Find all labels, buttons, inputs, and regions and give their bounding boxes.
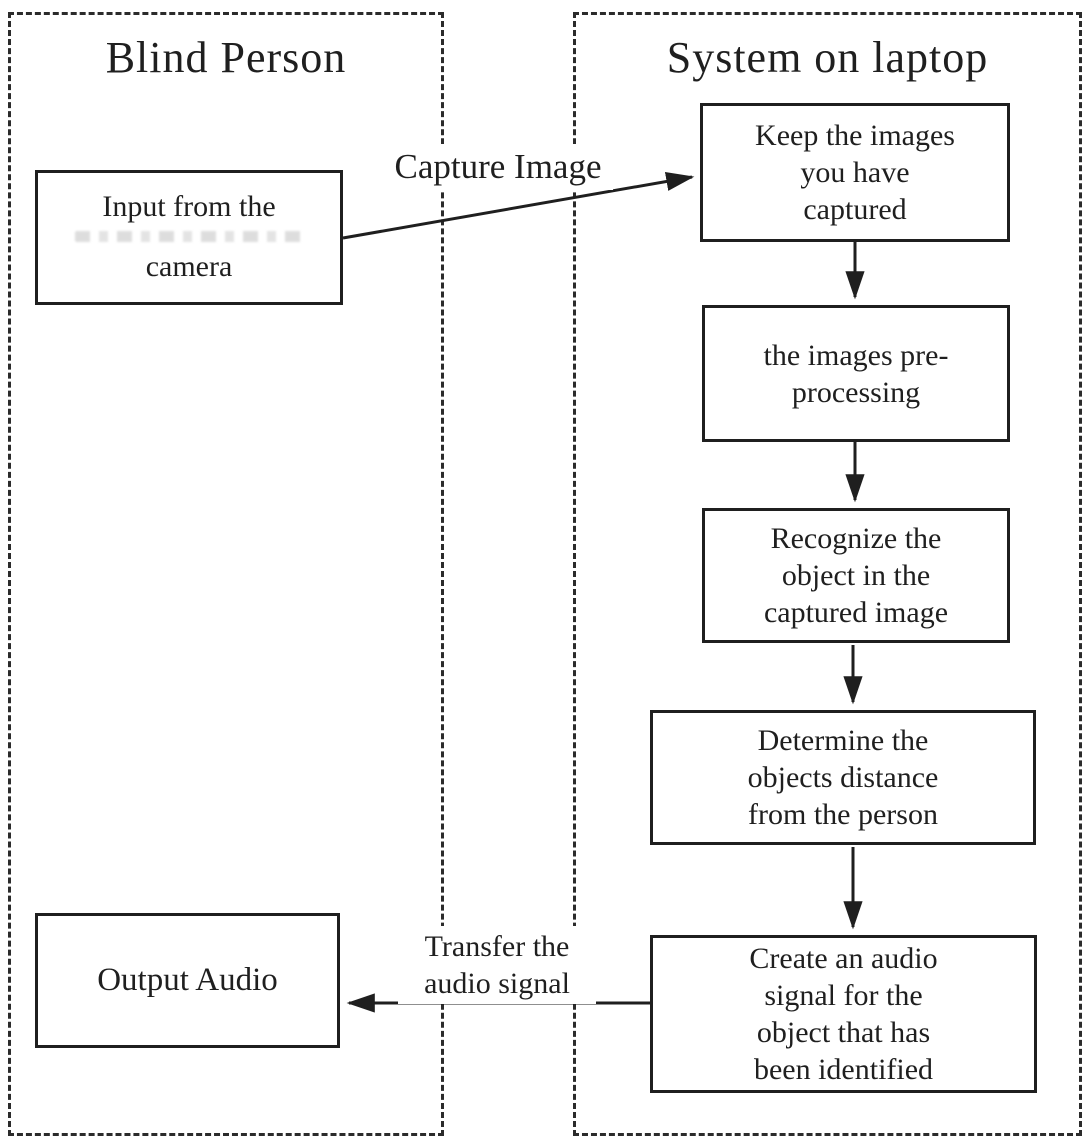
node-label-line: the images pre- (763, 338, 949, 372)
node-determine-object-distance: Determine the objects distance from the … (650, 710, 1036, 845)
edge-label-capture-image: Capture Image (383, 144, 613, 190)
erased-text-ghost (75, 231, 303, 242)
node-image-preprocessing: the images pre- processing (702, 305, 1010, 442)
node-output-audio: Output Audio (35, 913, 340, 1048)
node-label-line: Output Audio (97, 962, 278, 998)
lane-blind-person: Blind Person (8, 12, 444, 1136)
edge-label-transfer-audio-signal: Transfer the audio signal (398, 926, 596, 1004)
node-label-line: object that has (756, 1016, 931, 1049)
node-label-line: captured image (763, 596, 949, 629)
node-create-audio-signal: Create an audio signal for the object th… (650, 935, 1037, 1093)
node-label-line: Input from the (102, 190, 276, 223)
node-label-line: object in the (781, 559, 931, 592)
node-input-from-camera: Input from the camera (35, 170, 343, 305)
node-label-line: you have (800, 156, 910, 189)
edge-label-line: Transfer the (424, 930, 570, 963)
node-label-line: from the person (748, 798, 938, 831)
node-recognize-object: Recognize the object in the captured ima… (702, 508, 1010, 643)
node-keep-captured-images: Keep the images you have captured (700, 103, 1010, 242)
edge-label-line: Capture Image (394, 147, 602, 186)
node-label-line: camera (145, 250, 233, 283)
node-label-line: objects distance (747, 761, 939, 794)
lane-system-on-laptop: System on laptop (573, 12, 1082, 1136)
node-label-line: signal for the (764, 979, 923, 1012)
node-label-line: Keep the images (755, 119, 955, 152)
node-label-line: Recognize the (770, 522, 942, 555)
node-label-line: processing (791, 375, 921, 409)
lane-title-system-on-laptop: System on laptop (666, 33, 989, 82)
node-label-line: been identified (753, 1053, 934, 1086)
edge-label-line: audio signal (424, 967, 570, 1000)
node-label-line: captured (803, 193, 907, 226)
lane-title-blind-person: Blind Person (105, 33, 347, 82)
node-label-line: Create an audio (749, 942, 938, 975)
node-label-line: Determine the (757, 724, 929, 757)
